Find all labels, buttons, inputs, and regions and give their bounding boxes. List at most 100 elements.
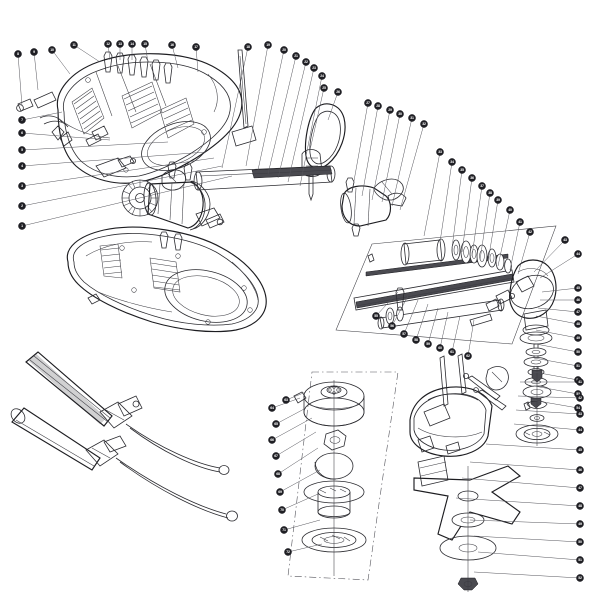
callout-20[interactable]: 20 <box>280 46 288 54</box>
callout-26[interactable]: 26 <box>334 88 342 96</box>
callout-47[interactable]: 47 <box>574 308 582 316</box>
callout-61[interactable]: 61 <box>448 348 456 356</box>
callout-52[interactable]: 52 <box>576 574 584 582</box>
callout-marker-48[interactable] <box>574 320 582 328</box>
callout-13[interactable]: 13 <box>116 40 124 48</box>
callout-marker-41[interactable] <box>576 378 584 386</box>
callout-marker-8[interactable] <box>14 50 22 58</box>
callout-8[interactable]: 8 <box>14 50 22 58</box>
callout-marker-45[interactable] <box>574 284 582 292</box>
callout-marker-51[interactable] <box>574 362 582 370</box>
callout-6[interactable]: 6 <box>18 129 26 137</box>
callout-marker-30[interactable] <box>396 110 404 118</box>
callout-marker-43[interactable] <box>561 236 569 244</box>
callout-marker-24[interactable] <box>318 72 326 80</box>
callout-48[interactable]: 48 <box>574 320 582 328</box>
callout-67[interactable]: 67 <box>272 452 280 460</box>
callout-42[interactable]: 42 <box>576 394 584 402</box>
callout-marker-31[interactable] <box>408 114 416 122</box>
callout-marker-61[interactable] <box>448 348 456 356</box>
callout-marker-26[interactable] <box>334 88 342 96</box>
callout-46[interactable]: 46 <box>576 466 584 474</box>
callout-marker-2[interactable] <box>18 202 26 210</box>
callout-1[interactable]: 1 <box>18 222 26 230</box>
callout-62[interactable]: 62 <box>464 352 472 360</box>
callout-36[interactable]: 36 <box>468 174 476 182</box>
callout-34[interactable]: 34 <box>448 158 456 166</box>
callout-72[interactable]: 72 <box>284 548 292 556</box>
callout-40[interactable]: 40 <box>506 206 514 214</box>
callout-marker-21[interactable] <box>292 52 300 60</box>
callout-marker-3[interactable] <box>18 182 26 190</box>
callout-marker-58[interactable] <box>412 336 420 344</box>
callout-50[interactable]: 50 <box>574 348 582 356</box>
callout-44[interactable]: 44 <box>574 250 582 258</box>
callout-marker-9[interactable] <box>30 48 38 56</box>
callout-35[interactable]: 35 <box>458 166 466 174</box>
callout-2[interactable]: 2 <box>18 202 26 210</box>
callout-marker-46[interactable] <box>576 466 584 474</box>
callout-marker-14[interactable] <box>128 40 136 48</box>
callout-marker-42[interactable] <box>576 394 584 402</box>
callout-marker-68[interactable] <box>274 470 282 478</box>
callout-marker-52[interactable] <box>576 574 584 582</box>
callout-29[interactable]: 29 <box>386 106 394 114</box>
callout-marker-11[interactable] <box>70 41 78 49</box>
callout-marker-28[interactable] <box>374 102 382 110</box>
callout-marker-47[interactable] <box>574 308 582 316</box>
callout-marker-37[interactable] <box>478 182 486 190</box>
callout-marker-62[interactable] <box>464 352 472 360</box>
callout-marker-49[interactable] <box>576 520 584 528</box>
callout-46[interactable]: 46 <box>574 296 582 304</box>
callout-41[interactable]: 41 <box>576 378 584 386</box>
callout-marker-72[interactable] <box>284 548 292 556</box>
callout-marker-45[interactable] <box>576 446 584 454</box>
callout-marker-43[interactable] <box>576 410 584 418</box>
callout-marker-27[interactable] <box>364 99 372 107</box>
callout-33[interactable]: 33 <box>436 148 444 156</box>
callout-4[interactable]: 4 <box>18 162 26 170</box>
callout-21[interactable]: 21 <box>292 52 300 60</box>
callout-marker-1[interactable] <box>18 222 26 230</box>
callout-marker-17[interactable] <box>192 43 200 51</box>
callout-9[interactable]: 9 <box>30 48 38 56</box>
callout-marker-46[interactable] <box>574 296 582 304</box>
callout-63[interactable]: 63 <box>282 396 290 404</box>
callout-58[interactable]: 58 <box>412 336 420 344</box>
callout-7[interactable]: 7 <box>18 116 26 124</box>
callout-28[interactable]: 28 <box>374 102 382 110</box>
callout-66[interactable]: 66 <box>268 436 276 444</box>
callout-22[interactable]: 22 <box>302 58 310 66</box>
callout-marker-41[interactable] <box>516 218 524 226</box>
callout-27[interactable]: 27 <box>364 99 372 107</box>
callout-marker-65[interactable] <box>272 420 280 428</box>
callout-marker-44[interactable] <box>576 426 584 434</box>
callout-50[interactable]: 50 <box>576 538 584 546</box>
callout-marker-7[interactable] <box>18 116 26 124</box>
callout-marker-57[interactable] <box>400 330 408 338</box>
callout-marker-19[interactable] <box>264 41 272 49</box>
callout-19[interactable]: 19 <box>264 41 272 49</box>
callout-marker-63[interactable] <box>282 396 290 404</box>
callout-12[interactable]: 12 <box>104 40 112 48</box>
callout-marker-69[interactable] <box>276 488 284 496</box>
callout-marker-33[interactable] <box>436 148 444 156</box>
callout-14[interactable]: 14 <box>128 40 136 48</box>
callout-51[interactable]: 51 <box>574 362 582 370</box>
callout-marker-29[interactable] <box>386 106 394 114</box>
callout-marker-34[interactable] <box>448 158 456 166</box>
callout-marker-70[interactable] <box>278 506 286 514</box>
callout-48[interactable]: 48 <box>576 502 584 510</box>
callout-marker-6[interactable] <box>18 129 26 137</box>
callout-37[interactable]: 37 <box>478 182 486 190</box>
callout-42[interactable]: 42 <box>526 228 534 236</box>
callout-49[interactable]: 49 <box>574 334 582 342</box>
callout-marker-59[interactable] <box>424 340 432 348</box>
callout-marker-56[interactable] <box>388 322 396 330</box>
callout-marker-15[interactable] <box>141 40 149 48</box>
callout-marker-48[interactable] <box>576 502 584 510</box>
callout-marker-64[interactable] <box>268 404 276 412</box>
callout-25[interactable]: 25 <box>320 84 328 92</box>
callout-44[interactable]: 44 <box>576 426 584 434</box>
callout-51[interactable]: 51 <box>576 556 584 564</box>
